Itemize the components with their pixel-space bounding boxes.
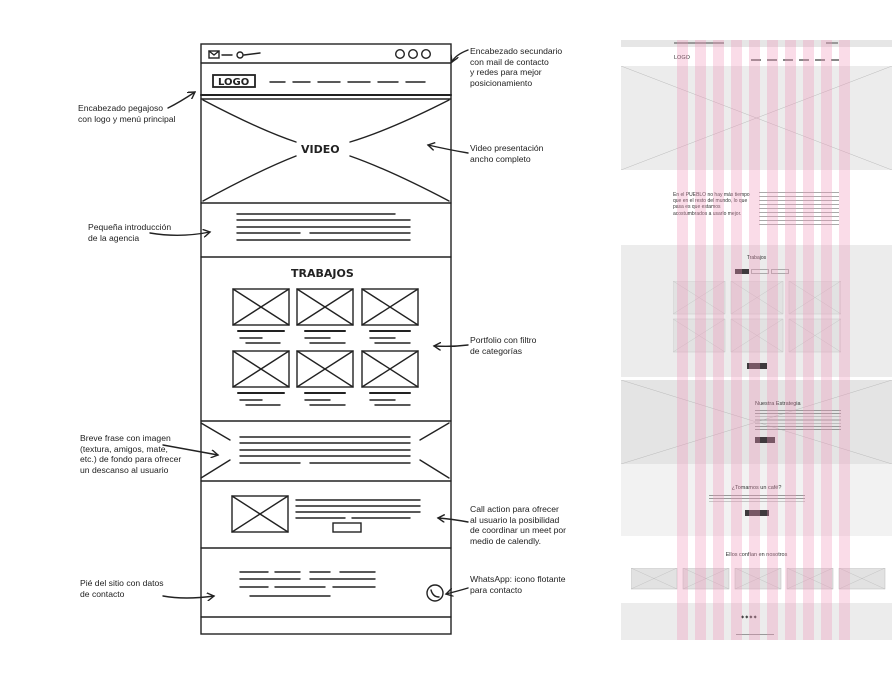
sketch-logo: LOGO: [218, 77, 249, 88]
mock-logo: LOGO: [674, 55, 690, 61]
mock-filter-2[interactable]: [735, 269, 749, 274]
mock-topbar-contact: [674, 42, 724, 44]
mock-footer-social-icons[interactable]: ◆ ◆ ◆ ◆: [741, 614, 757, 619]
mock-clients-row: [631, 568, 886, 590]
site-mockup: LOGO En el PUEBLO no hay más tiempo que …: [621, 40, 892, 640]
mock-footer-bg: [621, 603, 892, 640]
grid-column: [695, 40, 706, 640]
grid-column: [785, 40, 796, 640]
mock-trabajos-button[interactable]: [747, 363, 767, 369]
annotation-footer: Pié del sitio con datos de contacto: [80, 578, 164, 599]
annotation-sticky-header: Encabezado pegajoso con logo y menú prin…: [78, 103, 176, 124]
mock-menu: [751, 59, 839, 61]
mock-estrategia-title: Nuestra Estrategia: [755, 401, 801, 407]
mock-filter-4[interactable]: [771, 269, 789, 274]
sketch-video: VIDEO: [301, 143, 340, 156]
grid-column: [713, 40, 724, 640]
mock-video: [621, 65, 892, 171]
mock-topbar: [621, 40, 892, 47]
mock-estrategia-button[interactable]: [755, 437, 775, 443]
mock-portfolio-grid: [673, 281, 841, 353]
grid-column: [749, 40, 760, 640]
annotation-portfolio: Portfolio con filtro de categorías: [470, 335, 537, 356]
mock-cafe-button[interactable]: [745, 510, 769, 516]
grid-column: [677, 40, 688, 640]
mock-cafe-title: ¿Tomamos un café?: [731, 485, 782, 491]
mock-video-cross: [621, 65, 892, 171]
mock-trabajos-title: Trabajos: [746, 255, 767, 261]
annotation-video: Video presentación ancho completo: [470, 143, 544, 164]
mock-intro-lines: [759, 192, 839, 228]
mock-footer-copyright: [736, 634, 774, 636]
mock-topbar-social: [826, 42, 838, 44]
mock-estrategia-lines: [755, 410, 841, 432]
annotation-secondary-header: Encabezado secundario con mail de contac…: [470, 46, 563, 88]
mock-intro-text: En el PUEBLO no hay más tiempo que en el…: [673, 192, 750, 217]
grid-column: [767, 40, 778, 640]
grid-column: [821, 40, 832, 640]
grid-column: [803, 40, 814, 640]
mock-cafe-lines: [709, 495, 805, 502]
grid-column: [839, 40, 850, 640]
mock-filter-3[interactable]: [751, 269, 769, 274]
sketch-trabajos: TRABAJOS: [291, 267, 354, 280]
annotation-intro: Pequeña introducción de la agencia: [88, 222, 172, 243]
annotation-phrase: Breve frase con imagen (textura, amigos,…: [80, 433, 182, 475]
grid-column: [731, 40, 742, 640]
annotation-whatsapp: WhatsApp: icono flotante para contacto: [470, 574, 566, 595]
annotation-cta: Call action para ofrecer al usuario la p…: [470, 504, 567, 546]
mock-confian-title: Ellos confían en nosotros: [725, 552, 788, 558]
